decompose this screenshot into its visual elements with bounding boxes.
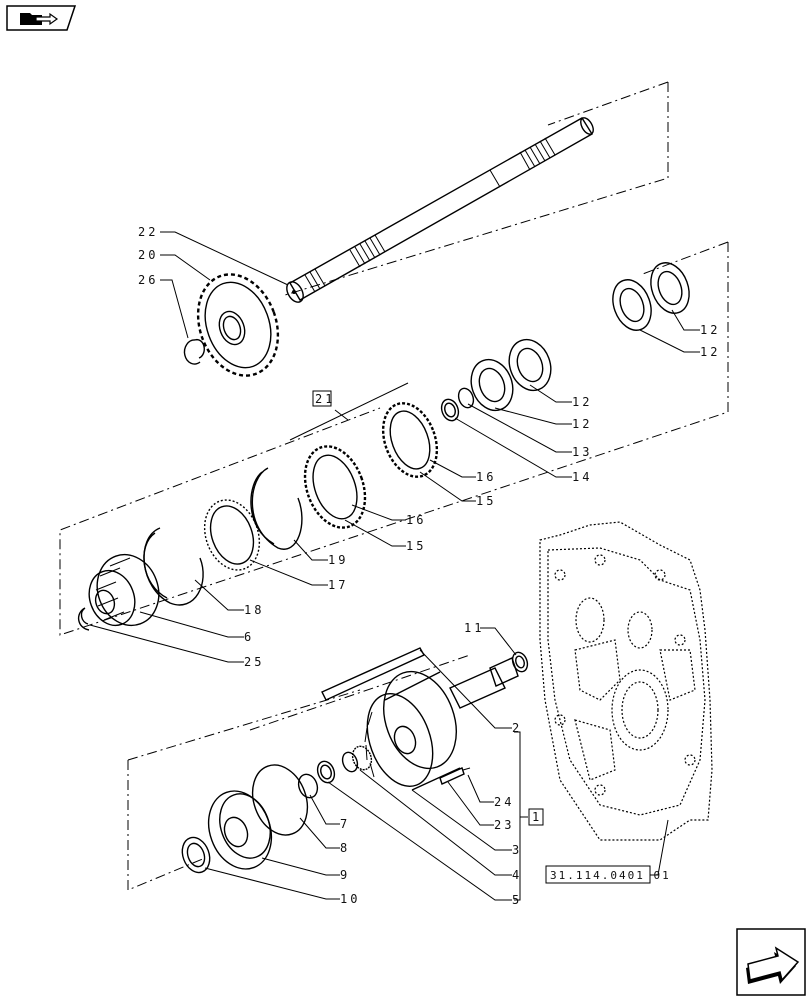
drive-gear [196,273,280,377]
seal-and-flange [181,764,309,874]
synchro-sets [303,402,439,529]
callout-5: 5 [512,893,522,907]
svg-text:21: 21 [315,392,335,406]
callout-12c: 12 [572,395,592,409]
callout-2: 2 [512,721,522,735]
callout-24: 24 [494,795,514,809]
callout-7: 7 [340,817,350,831]
small-rings [440,387,475,422]
next-page-arrow-icon[interactable] [736,928,806,996]
callout-10: 10 [340,892,360,906]
callout-17: 17 [328,578,348,592]
callout-16b: 16 [406,513,426,527]
small-washers [297,651,529,799]
callout-15b: 15 [406,539,426,553]
retaining-rings [143,467,303,606]
rods-and-pins [321,647,471,785]
svg-text:31.114.0401 01: 31.114.0401 01 [550,869,671,882]
kit-1-bracket [514,731,528,901]
callout-15a: 15 [476,494,496,508]
folder-arrow-icon[interactable] [6,5,77,31]
callout-12b: 12 [700,345,720,359]
callout-9: 9 [340,868,350,882]
main-shaft [286,117,594,303]
assembly-boundaries [59,81,729,891]
gearbox-housing [539,521,713,841]
thrust-washers [470,262,690,412]
callout-18: 18 [244,603,264,617]
callout-labels: 22 20 26 12 12 12 12 13 14 16 15 16 15 1… [138,225,720,907]
callout-16a: 16 [476,470,496,484]
snap-ring [183,338,205,365]
callout-20: 20 [138,248,158,262]
callout-6: 6 [244,630,254,644]
callout-14: 14 [572,470,592,484]
callout-12d: 12 [572,417,592,431]
splined-hub [88,553,160,627]
callout-3: 3 [512,843,522,857]
callout-8: 8 [340,841,350,855]
hub-circlip [78,607,90,631]
reference-box[interactable]: 31.114.0401 01 [545,865,671,884]
kit-label-21[interactable]: 21 [312,390,335,407]
leader-lines [89,231,700,901]
callout-22: 22 [138,225,158,239]
callout-23: 23 [494,818,514,832]
callout-19: 19 [328,553,348,567]
callout-25: 25 [244,655,264,669]
callout-4: 4 [512,868,522,882]
kit-label-1[interactable]: 1 [528,808,544,826]
callout-26: 26 [138,273,158,287]
planetary-drum [364,657,519,791]
callout-11: 11 [464,621,484,635]
callout-13: 13 [572,445,592,459]
svg-text:1: 1 [532,810,542,824]
callout-12a: 12 [700,323,720,337]
kit-21-bracket [289,382,409,441]
